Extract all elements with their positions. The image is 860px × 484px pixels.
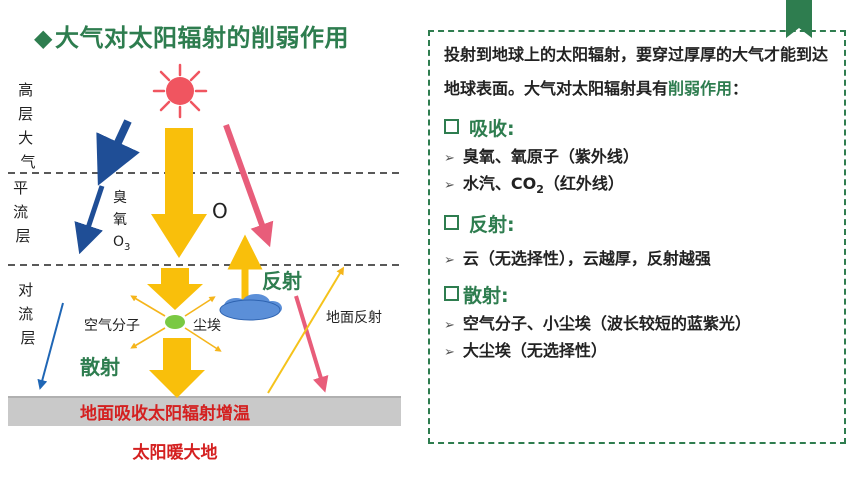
intro-highlight: 削弱作用 [668, 79, 733, 98]
cloud-icon [219, 294, 282, 321]
absorb-section-title: 吸收: [444, 116, 834, 142]
ozone-formula-sub: 3 [124, 242, 130, 253]
reflect-section-title: 反射: [444, 212, 834, 238]
ozone-char-2: 氧 [113, 212, 127, 228]
list-item: ➢ 云（无选择性），云越厚，反射越强 [444, 246, 834, 273]
absorb-list: ➢ 臭氧、氧原子（紫外线） ➢ 水汽、CO2（红外线） [444, 144, 834, 202]
list-item: ➢ 大尘埃（无选择性） [444, 338, 834, 365]
list-item: ➢ 水汽、CO2（红外线） [444, 171, 834, 202]
intro-text-a: 投射到地球上的太阳辐射，要穿过厚厚的大气才能到达地球表面。大气对太阳辐射具有 [444, 45, 829, 98]
absorb-item-2a: 水汽、CO [462, 174, 537, 193]
layer-label-strat-1: 平 [13, 179, 28, 197]
layer-label-strat-3: 层 [15, 227, 30, 245]
square-bullet-icon [444, 215, 459, 231]
incoming-radiation-arrow [151, 128, 207, 258]
absorb-item-2b: （红外线） [543, 174, 624, 193]
arrow-bullet-icon: ➢ [444, 151, 455, 166]
arrow-bullet-icon: ➢ [444, 253, 455, 269]
reflect-item-1: 云（无选择性），云越厚，反射越强 [462, 249, 711, 269]
direct-radiation-arrow [223, 123, 274, 248]
absorption-arrow-trop [37, 302, 64, 390]
layer-label-strat-2: 流 [13, 203, 28, 221]
ground-band [8, 396, 401, 426]
diamond-icon: ◆ [34, 24, 53, 52]
oxygen-label: O [212, 199, 228, 223]
air-molecule-label: 空气分子 [84, 318, 140, 334]
ground-reflect-arrow [267, 266, 345, 394]
layer-label-strat: 平 流 层 [13, 179, 33, 245]
intro-text: 投射到地球上的太阳辐射，要穿过厚厚的大气才能到达地球表面。大气对太阳辐射具有削弱… [444, 38, 834, 106]
transmitted-radiation-arrow-bottom [149, 338, 205, 398]
list-item: ➢ 空气分子、小尘埃（波长较短的蓝紫光） [444, 311, 834, 338]
scatter-arrow-ur [184, 296, 216, 317]
scatter-item-2: 大尘埃（无选择性） [462, 341, 607, 361]
list-item: ➢ 臭氧、氧原子（紫外线） [444, 144, 834, 171]
ground-absorb-label: 地面吸收太阳辐射增温 [80, 403, 250, 424]
layer-label-trop: 对 流 层 [18, 281, 38, 347]
sun-warms-label: 太阳暖大地 [133, 442, 218, 463]
arrow-bullet-icon: ➢ [444, 318, 455, 334]
reflect-list: ➢ 云（无选择性），云越厚，反射越强 [444, 246, 834, 273]
layer-label-upper: 高 层 大 气 [18, 81, 38, 171]
page-title-text: 大气对太阳辐射的削弱作用 [54, 24, 349, 52]
square-bullet-icon [444, 286, 459, 302]
absorption-arrow-strat [74, 185, 105, 255]
page-title: ◆大气对太阳辐射的削弱作用 [34, 18, 349, 53]
scatter-label: 散射 [80, 355, 120, 379]
transmitted-radiation-arrow-top [147, 268, 203, 310]
layer-label-trop-3: 层 [20, 329, 35, 347]
layer-label-upper-2: 层 [18, 105, 33, 123]
layer-label-upper-4: 气 [20, 153, 35, 171]
bookmark-icon [786, 0, 812, 38]
scatter-item-1: 空气分子、小尘埃（波长较短的蓝紫光） [462, 314, 751, 334]
scatter-section-title: 散射: [444, 283, 834, 309]
scatter-arrow-lr [184, 327, 222, 352]
layer-label-upper-1: 高 [18, 81, 33, 99]
scatter-arrow-ll [130, 327, 166, 349]
radiation-diagram: 高 层 大 气 平 流 层 对 流 层 [8, 63, 401, 463]
reflect-title-text: 反射: [469, 214, 515, 237]
sun-icon [152, 63, 208, 119]
scatter-list: ➢ 空气分子、小尘埃（波长较短的蓝紫光） ➢ 大尘埃（无选择性） [444, 311, 834, 365]
dust-label: 尘埃 [193, 318, 221, 334]
absorb-title-text: 吸收: [469, 118, 515, 140]
arrow-bullet-icon: ➢ [444, 345, 455, 361]
absorb-item-2-sub: 2 [536, 183, 544, 197]
layer-label-trop-2: 流 [18, 305, 33, 323]
ozone-formula-main: O [113, 234, 124, 250]
particle-icon [165, 315, 185, 329]
intro-text-end: ： [732, 79, 749, 98]
explanation-panel: 投射到地球上的太阳辐射，要穿过厚厚的大气才能到达地球表面。大气对太阳辐射具有削弱… [428, 30, 846, 444]
absorption-arrow-upper [96, 119, 140, 186]
square-bullet-icon [444, 119, 459, 134]
layer-label-upper-3: 大 [18, 129, 33, 147]
ground-reflect-incoming-arrow [294, 295, 329, 393]
ground-reflect-label: 地面反射 [326, 310, 382, 326]
absorb-item-1: 臭氧、氧原子（紫外线） [462, 147, 639, 166]
arrow-bullet-icon: ➢ [444, 178, 455, 193]
scatter-title-text: 散射: [463, 285, 509, 308]
scatter-arrow-ul [130, 295, 166, 317]
reflect-label: 反射 [262, 269, 302, 293]
ozone-char-1: 臭 [113, 190, 127, 206]
ozone-formula: O3 [113, 234, 130, 253]
layer-label-trop-1: 对 [18, 281, 33, 299]
